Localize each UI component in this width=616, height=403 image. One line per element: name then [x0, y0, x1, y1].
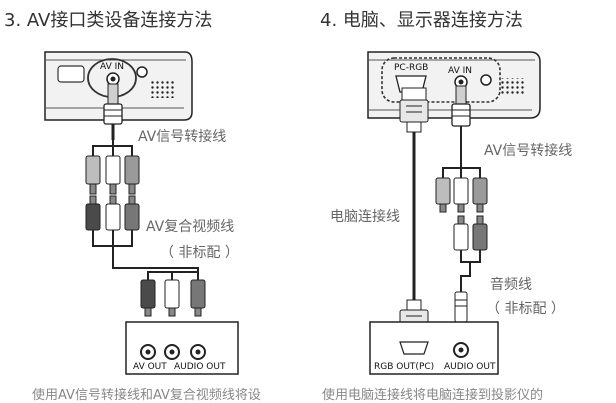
right-footer-text: 使用电脑连接线将电脑连接到投影仪的 [322, 388, 544, 403]
right-av-in-label: AV IN [448, 66, 472, 76]
left-av-cable-label: AV信号转接线 [138, 129, 227, 145]
left-section-title: 3. AV接口类设备连接方法 [4, 10, 213, 31]
left-composite-cable-label: AV复合视频线 [146, 219, 235, 235]
right-pc-cable-label: 电脑连接线 [330, 209, 400, 225]
left-splitter-plugs [85, 155, 140, 195]
left-footer-text: 使用AV信号转接线和AV复合视频线将设 [32, 388, 261, 403]
right-audio-out-label: AUDIO OUT [444, 362, 496, 372]
left-composite-plugs-top [85, 195, 140, 231]
left-av-plug [103, 83, 123, 140]
right-av-cable-label: AV信号转接线 [484, 143, 573, 159]
right-vga-plug-top [399, 87, 429, 133]
right-rgb-out-label: RGB OUT(PC) [374, 362, 435, 372]
right-splitter-plugs [435, 177, 488, 213]
left-output-panel [125, 321, 239, 375]
right-audio-note: （ 非标配 ） [486, 301, 565, 317]
left-av-out-label: AV OUT [133, 362, 167, 372]
right-av-plug [451, 85, 471, 127]
right-section-title: 4. 电脑、显示器连接方法 [320, 10, 523, 31]
left-av-splitter-cable [92, 140, 133, 156]
left-av-in-label: AV IN [100, 62, 124, 72]
left-composite-note: （ 非标配 ） [160, 245, 239, 261]
left-composite-cable [92, 230, 199, 280]
right-pc-rgb-label: PC-RGB [394, 63, 429, 73]
left-audio-out-label: AUDIO OUT [174, 362, 226, 372]
right-audio-plugs [453, 215, 488, 251]
right-output-panel [369, 321, 499, 375]
left-composite-plugs-bottom [140, 279, 206, 317]
right-audio-cable-label: 音频线 [490, 277, 532, 293]
right-av-splitter-cable [442, 126, 481, 178]
right-audio-cable [460, 250, 481, 292]
